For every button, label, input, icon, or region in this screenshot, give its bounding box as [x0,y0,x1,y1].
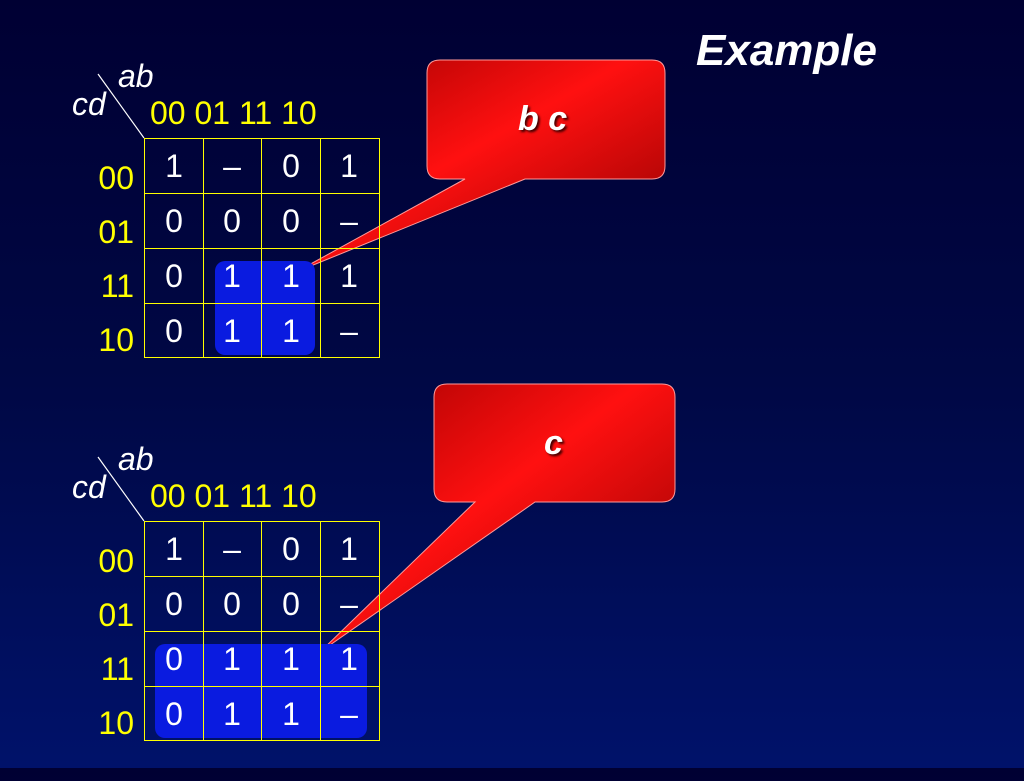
kmap-cell: 1 [340,258,358,294]
kmap-cell: 0 [165,258,183,294]
kmap-cell: 0 [165,586,183,622]
kmap-cell: 1 [282,313,300,349]
callout-balloon-bc [295,59,666,273]
row-label: 10 [98,322,134,358]
kmap-cell: 1 [282,696,300,732]
var-label-cd: cd [72,469,106,505]
kmap-cell: 1 [223,313,241,349]
row-label: 01 [98,214,134,250]
kmap-cell: 1 [223,641,241,677]
kmap-1: ab cd 00 01 11 10 00 01 11 10 1 – 0 1 0 … [60,58,400,398]
kmap-cell: 1 [223,696,241,732]
grouping-bc [215,261,315,355]
kmap-cell: 0 [282,586,300,622]
kmap-cell: – [340,313,358,349]
kmap-cell: 0 [282,203,300,239]
kmap-diagonal [97,456,145,522]
kmap-cell: 0 [165,641,183,677]
kmap-cell: 0 [165,203,183,239]
row-label: 10 [98,705,134,741]
kmap-cell: 0 [223,586,241,622]
row-label: 01 [98,597,134,633]
callout-balloon-c [319,383,676,653]
kmap-cell: 1 [340,641,358,677]
slide-title: Example [696,26,877,75]
kmap-cell: – [340,586,358,622]
kmap-diagonal [97,73,145,139]
kmap-cell: 1 [340,148,358,184]
var-label-ab: ab [118,58,154,94]
callout-text-bc: b c [518,100,568,138]
kmap-grid: 1 – 0 1 0 0 0 – 0 1 1 1 0 1 1 – [144,138,380,358]
row-label: 00 [98,160,134,196]
kmap-grid: 1 – 0 1 0 0 0 – 0 1 1 1 0 1 1 – [144,521,380,741]
column-labels: 00 01 11 10 [150,95,317,131]
kmap-cell: 1 [282,258,300,294]
column-labels: 00 01 11 10 [150,478,317,514]
kmap-cell: – [223,148,241,184]
kmap-cell: 1 [165,531,183,567]
kmap-cell: – [340,203,358,239]
row-label: 11 [100,651,134,687]
kmap-cell: 0 [165,696,183,732]
row-label: 11 [100,268,134,304]
kmap-cell: 0 [282,531,300,567]
kmap-cell: 1 [165,148,183,184]
callout-text-c: c [544,424,563,462]
kmap-cell: 0 [223,203,241,239]
kmap-cell: – [223,531,241,567]
kmap-cell: 0 [282,148,300,184]
kmap-cell: 1 [223,258,241,294]
kmap-cell: 0 [165,313,183,349]
var-label-cd: cd [72,86,106,122]
kmap-2: ab cd 00 01 11 10 00 01 11 10 1 – 0 1 0 … [60,441,400,781]
kmap-cell: 1 [340,531,358,567]
kmap-cell: – [340,696,358,732]
var-label-ab: ab [118,441,154,477]
kmap-cell: 1 [282,641,300,677]
row-label: 00 [98,543,134,579]
